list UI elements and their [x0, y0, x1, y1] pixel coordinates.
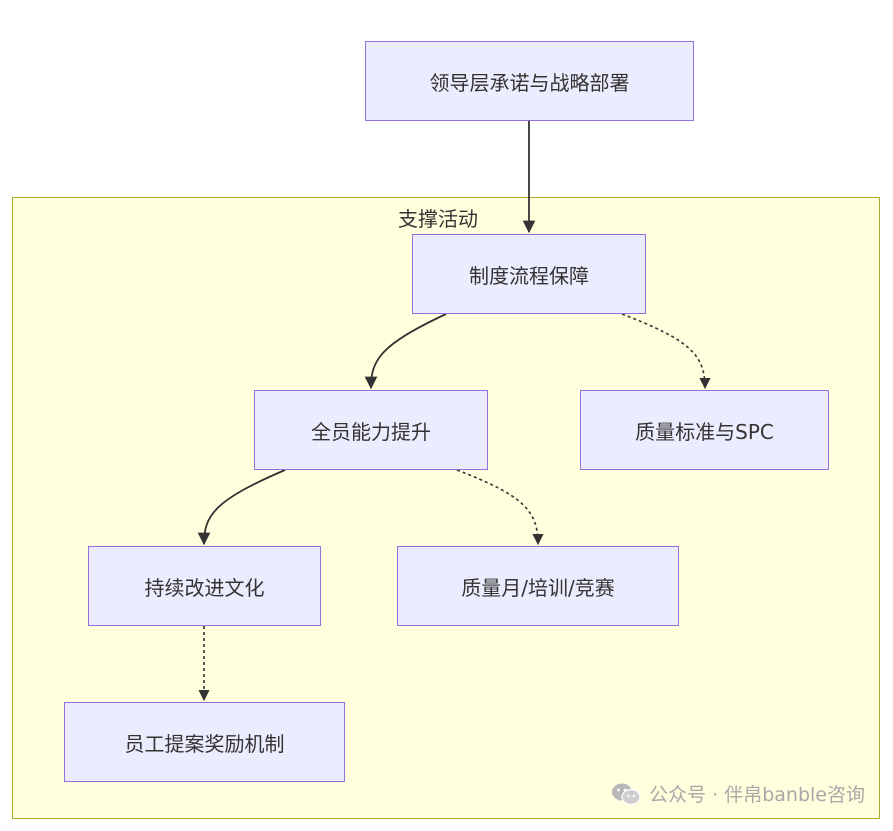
node-leadership: 领导层承诺与战略部署 [365, 41, 694, 121]
node-reward: 员工提案奖励机制 [64, 702, 345, 782]
subgraph-title: 支撑活动 [398, 207, 478, 231]
edge-system-capability [364, 313, 447, 390]
node-events: 质量月/培训/竞赛 [397, 546, 679, 626]
node-system: 制度流程保障 [412, 234, 646, 314]
watermark-text: 公众号 · 伴帛banble咨询 [649, 784, 865, 806]
watermark: 公众号 · 伴帛banble咨询 [611, 780, 865, 807]
edge-system-standard [621, 313, 711, 390]
edge-capability-events [456, 469, 544, 546]
node-standard: 质量标准与SPC [580, 390, 829, 470]
edge-capability-culture [197, 469, 286, 546]
wechat-icon [612, 783, 641, 805]
node-capability: 全员能力提升 [254, 390, 488, 470]
node-culture: 持续改进文化 [88, 546, 321, 626]
